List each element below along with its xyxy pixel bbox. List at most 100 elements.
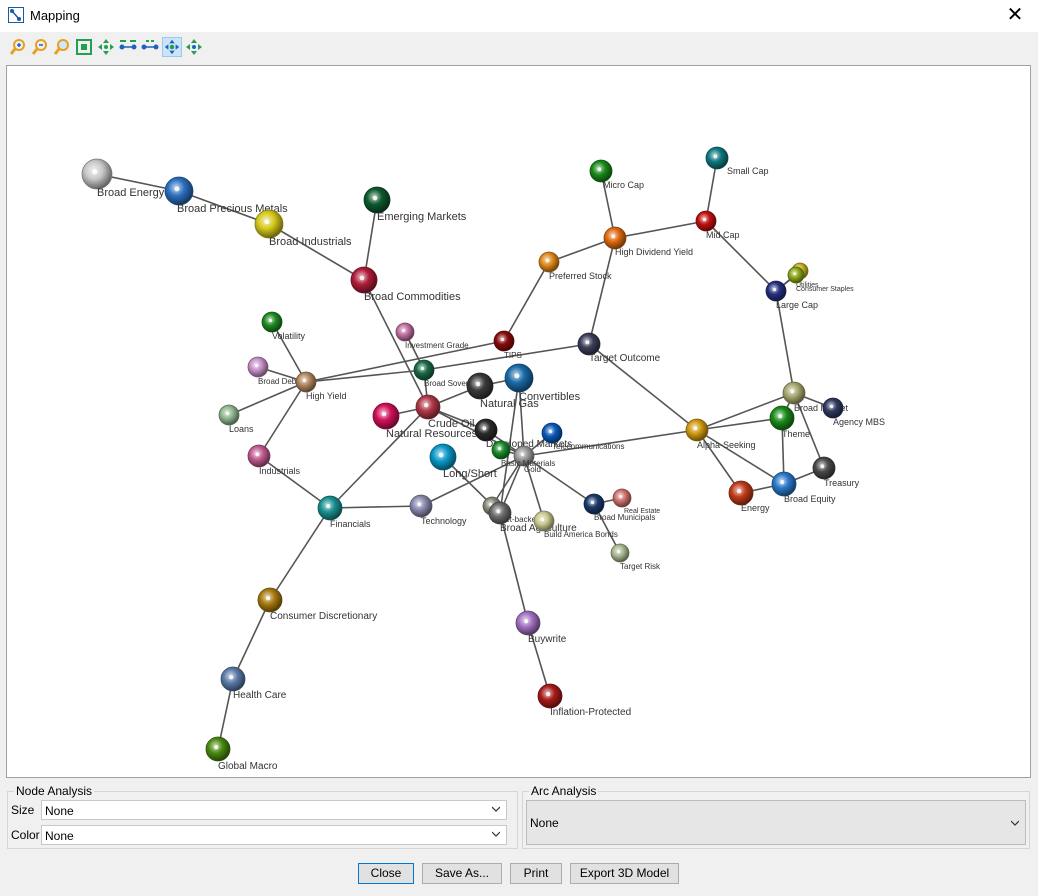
- node-sphere[interactable]: [218, 404, 240, 426]
- graph-node-natural-gas[interactable]: Natural Gas: [466, 372, 539, 410]
- node-sphere[interactable]: [685, 418, 709, 442]
- node-sphere[interactable]: [409, 494, 433, 518]
- graph-node-financials[interactable]: Financials: [317, 495, 371, 529]
- node-sphere[interactable]: [350, 266, 378, 294]
- node-sphere[interactable]: [728, 480, 754, 506]
- node-sphere[interactable]: [81, 158, 113, 190]
- graph-node-developed-markets[interactable]: Developed Markets: [474, 418, 572, 450]
- node-sphere[interactable]: [612, 488, 632, 508]
- graph-node-mid-cap[interactable]: Mid Cap: [695, 210, 740, 240]
- node-sphere[interactable]: [247, 356, 269, 378]
- graph-node-energy[interactable]: Energy: [728, 480, 770, 513]
- graph-node-broad-market[interactable]: Broad Market: [782, 381, 849, 413]
- graph-node-broad-equity[interactable]: Broad Equity: [771, 471, 836, 504]
- node-sphere[interactable]: [822, 397, 844, 419]
- node-sphere[interactable]: [515, 610, 541, 636]
- move-all-icon[interactable]: [96, 37, 116, 57]
- save-as-button[interactable]: Save As...: [422, 863, 502, 884]
- node-sphere[interactable]: [765, 280, 787, 302]
- node-sphere[interactable]: [769, 405, 795, 431]
- node-sphere[interactable]: [413, 359, 435, 381]
- graph-node-small-cap[interactable]: Small Cap: [705, 146, 769, 176]
- node-sphere[interactable]: [695, 210, 717, 232]
- node-sphere[interactable]: [295, 371, 317, 393]
- contract-horizontal-icon[interactable]: [140, 37, 160, 57]
- node-sphere[interactable]: [164, 176, 194, 206]
- size-select[interactable]: None: [41, 800, 507, 820]
- node-sphere[interactable]: [541, 422, 563, 444]
- node-sphere[interactable]: [488, 501, 512, 525]
- graph-node-gold[interactable]: Gold: [513, 445, 541, 474]
- node-sphere[interactable]: [705, 146, 729, 170]
- graph-node-health-care[interactable]: Health Care: [220, 666, 287, 701]
- graph-node-loans[interactable]: Loans: [218, 404, 254, 434]
- node-sphere[interactable]: [415, 394, 441, 420]
- node-sphere[interactable]: [812, 456, 836, 480]
- node-sphere[interactable]: [538, 251, 560, 273]
- node-sphere[interactable]: [247, 444, 271, 468]
- graph-node-emerging-markets[interactable]: Emerging Markets: [363, 186, 467, 223]
- zoom-out-icon[interactable]: [30, 37, 50, 57]
- graph-node-buywrite[interactable]: Buywrite: [515, 610, 567, 645]
- graph-node-alpha-seeking[interactable]: Alpha-Seeking: [685, 418, 756, 450]
- graph-node-high-dividend-yield[interactable]: High Dividend Yield: [603, 226, 693, 257]
- graph-node-broad-energy[interactable]: Broad Energy: [81, 158, 165, 199]
- graph-node-theme[interactable]: Theme: [769, 405, 810, 439]
- node-sphere[interactable]: [771, 471, 797, 497]
- node-sphere[interactable]: [504, 363, 534, 393]
- graph-node-volatility[interactable]: Volatility: [261, 311, 306, 341]
- node-sphere[interactable]: [589, 159, 613, 183]
- graph-node-broad-debt[interactable]: Broad Debt: [247, 356, 299, 386]
- fit-view-icon[interactable]: [74, 37, 94, 57]
- graph-node-basic-materials[interactable]: Basic Materials: [491, 440, 555, 468]
- graph-node-target-outcome[interactable]: Target Outcome: [577, 332, 661, 364]
- graph-node-investment-grade[interactable]: Investment Grade: [395, 322, 469, 350]
- color-select[interactable]: None: [41, 825, 507, 845]
- node-sphere[interactable]: [787, 266, 805, 284]
- export-3d-model-button[interactable]: Export 3D Model: [570, 863, 679, 884]
- close-window-icon[interactable]: ✕: [1006, 4, 1024, 26]
- graph-node-consumer-discretionary[interactable]: Consumer Discretionary: [257, 587, 377, 622]
- graph-node-agency-mbs[interactable]: Agency MBS: [822, 397, 885, 427]
- graph-node-broad-commodities[interactable]: Broad Commodities: [350, 266, 461, 303]
- zoom-in-icon[interactable]: [8, 37, 28, 57]
- node-sphere[interactable]: [466, 372, 494, 400]
- graph-node-broad-municipals[interactable]: Broad Municipals: [583, 493, 655, 522]
- graph-node-technology[interactable]: Technology: [409, 494, 467, 526]
- node-sphere[interactable]: [372, 402, 400, 430]
- print-button[interactable]: Print: [510, 863, 562, 884]
- graph-node-industrials[interactable]: Industrials: [247, 444, 301, 476]
- graph-node-real-estate[interactable]: Real Estate: [612, 488, 660, 515]
- graph-node-broad-sovereign[interactable]: Broad Sovereign: [413, 359, 484, 388]
- node-sphere[interactable]: [537, 683, 563, 709]
- graph-node-convertibles[interactable]: Convertibles: [504, 363, 581, 403]
- graph-node-high-yield[interactable]: High Yield: [295, 371, 347, 401]
- graph-node-tips[interactable]: TIPS: [493, 330, 522, 360]
- graph-node-large-cap[interactable]: Large Cap: [765, 280, 818, 310]
- graph-node-long-short[interactable]: Long/Short: [429, 443, 497, 480]
- graph-node-broad-industrials[interactable]: Broad Industrials: [254, 209, 352, 248]
- node-sphere[interactable]: [220, 666, 246, 692]
- node-sphere[interactable]: [254, 209, 284, 239]
- zoom-reset-icon[interactable]: [52, 37, 72, 57]
- node-sphere[interactable]: [577, 332, 601, 356]
- graph-node-natural-resources[interactable]: Natural Resources: [372, 402, 478, 440]
- graph-node-crude-oil[interactable]: Crude Oil: [415, 394, 474, 430]
- expand-horizontal-icon[interactable]: [118, 37, 138, 57]
- graph-node-preferred-stock[interactable]: Preferred Stock: [538, 251, 612, 281]
- node-sphere[interactable]: [317, 495, 343, 521]
- node-sphere[interactable]: [261, 311, 283, 333]
- close-button[interactable]: Close: [358, 863, 414, 884]
- graph-node-telecommunications[interactable]: Telecommunications: [541, 422, 624, 451]
- graph-node-broad-precious-metals[interactable]: Broad Precious Metals: [164, 176, 288, 215]
- move-nodes-icon[interactable]: [184, 37, 204, 57]
- node-sphere[interactable]: [395, 322, 415, 342]
- graph-node-global-macro[interactable]: Global Macro: [205, 736, 278, 772]
- graph-node-build-america-bonds[interactable]: Build America Bonds: [533, 510, 618, 539]
- node-sphere[interactable]: [257, 587, 283, 613]
- node-sphere[interactable]: [491, 440, 511, 460]
- node-sphere[interactable]: [429, 443, 457, 471]
- arc-analysis-select[interactable]: None: [526, 800, 1026, 845]
- node-sphere[interactable]: [363, 186, 391, 214]
